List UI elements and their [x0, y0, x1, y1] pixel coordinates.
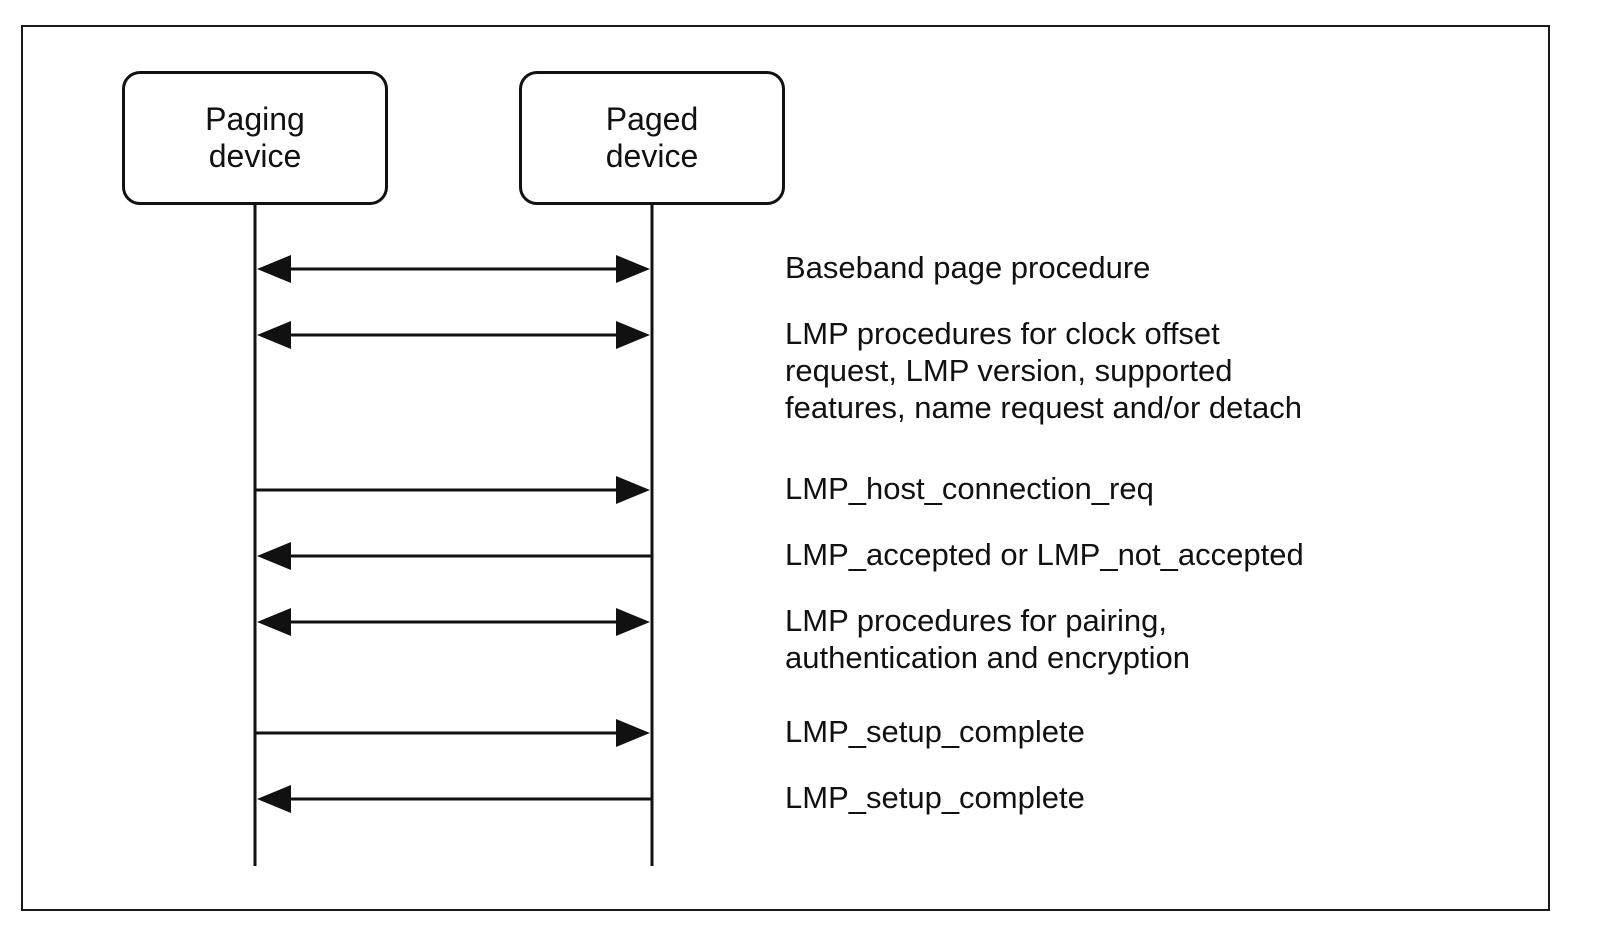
participant-paging-device: Paging device — [122, 71, 388, 205]
participant-label: Paging device — [205, 101, 305, 174]
arrowhead-right — [616, 476, 650, 504]
message-arrow — [257, 608, 650, 636]
message-label-host-connection-req: LMP_host_connection_req — [785, 471, 1154, 506]
message-arrows — [255, 255, 652, 813]
arrowhead-left — [257, 255, 291, 283]
message-label-baseband-page: Baseband page procedure — [785, 250, 1151, 285]
arrowhead-left — [257, 542, 291, 570]
arrowhead-right — [616, 321, 650, 349]
message-label-lmp-procedures-clock: LMP procedures for clock offset request,… — [785, 316, 1302, 425]
message-label-accepted: LMP_accepted or LMP_not_accepted — [785, 537, 1304, 572]
arrowhead-left — [257, 785, 291, 813]
message-arrow — [257, 542, 652, 570]
diagram-frame — [21, 25, 1550, 911]
arrowhead-right — [616, 719, 650, 747]
message-label-setup-complete-2: LMP_setup_complete — [785, 780, 1085, 815]
message-arrow — [257, 321, 650, 349]
arrowhead-right — [616, 255, 650, 283]
arrowhead-left — [257, 321, 291, 349]
participant-label: Paged device — [605, 101, 699, 174]
arrowhead-right — [616, 608, 650, 636]
message-arrow — [257, 255, 650, 283]
message-label-lmp-procedures-pairing: LMP procedures for pairing, authenticati… — [785, 603, 1191, 675]
arrowhead-left — [257, 608, 291, 636]
message-arrow — [255, 476, 650, 504]
participant-paged-device: Paged device — [519, 71, 785, 205]
message-arrow — [257, 785, 652, 813]
message-label-setup-complete-1: LMP_setup_complete — [785, 714, 1085, 749]
message-arrow — [255, 719, 650, 747]
